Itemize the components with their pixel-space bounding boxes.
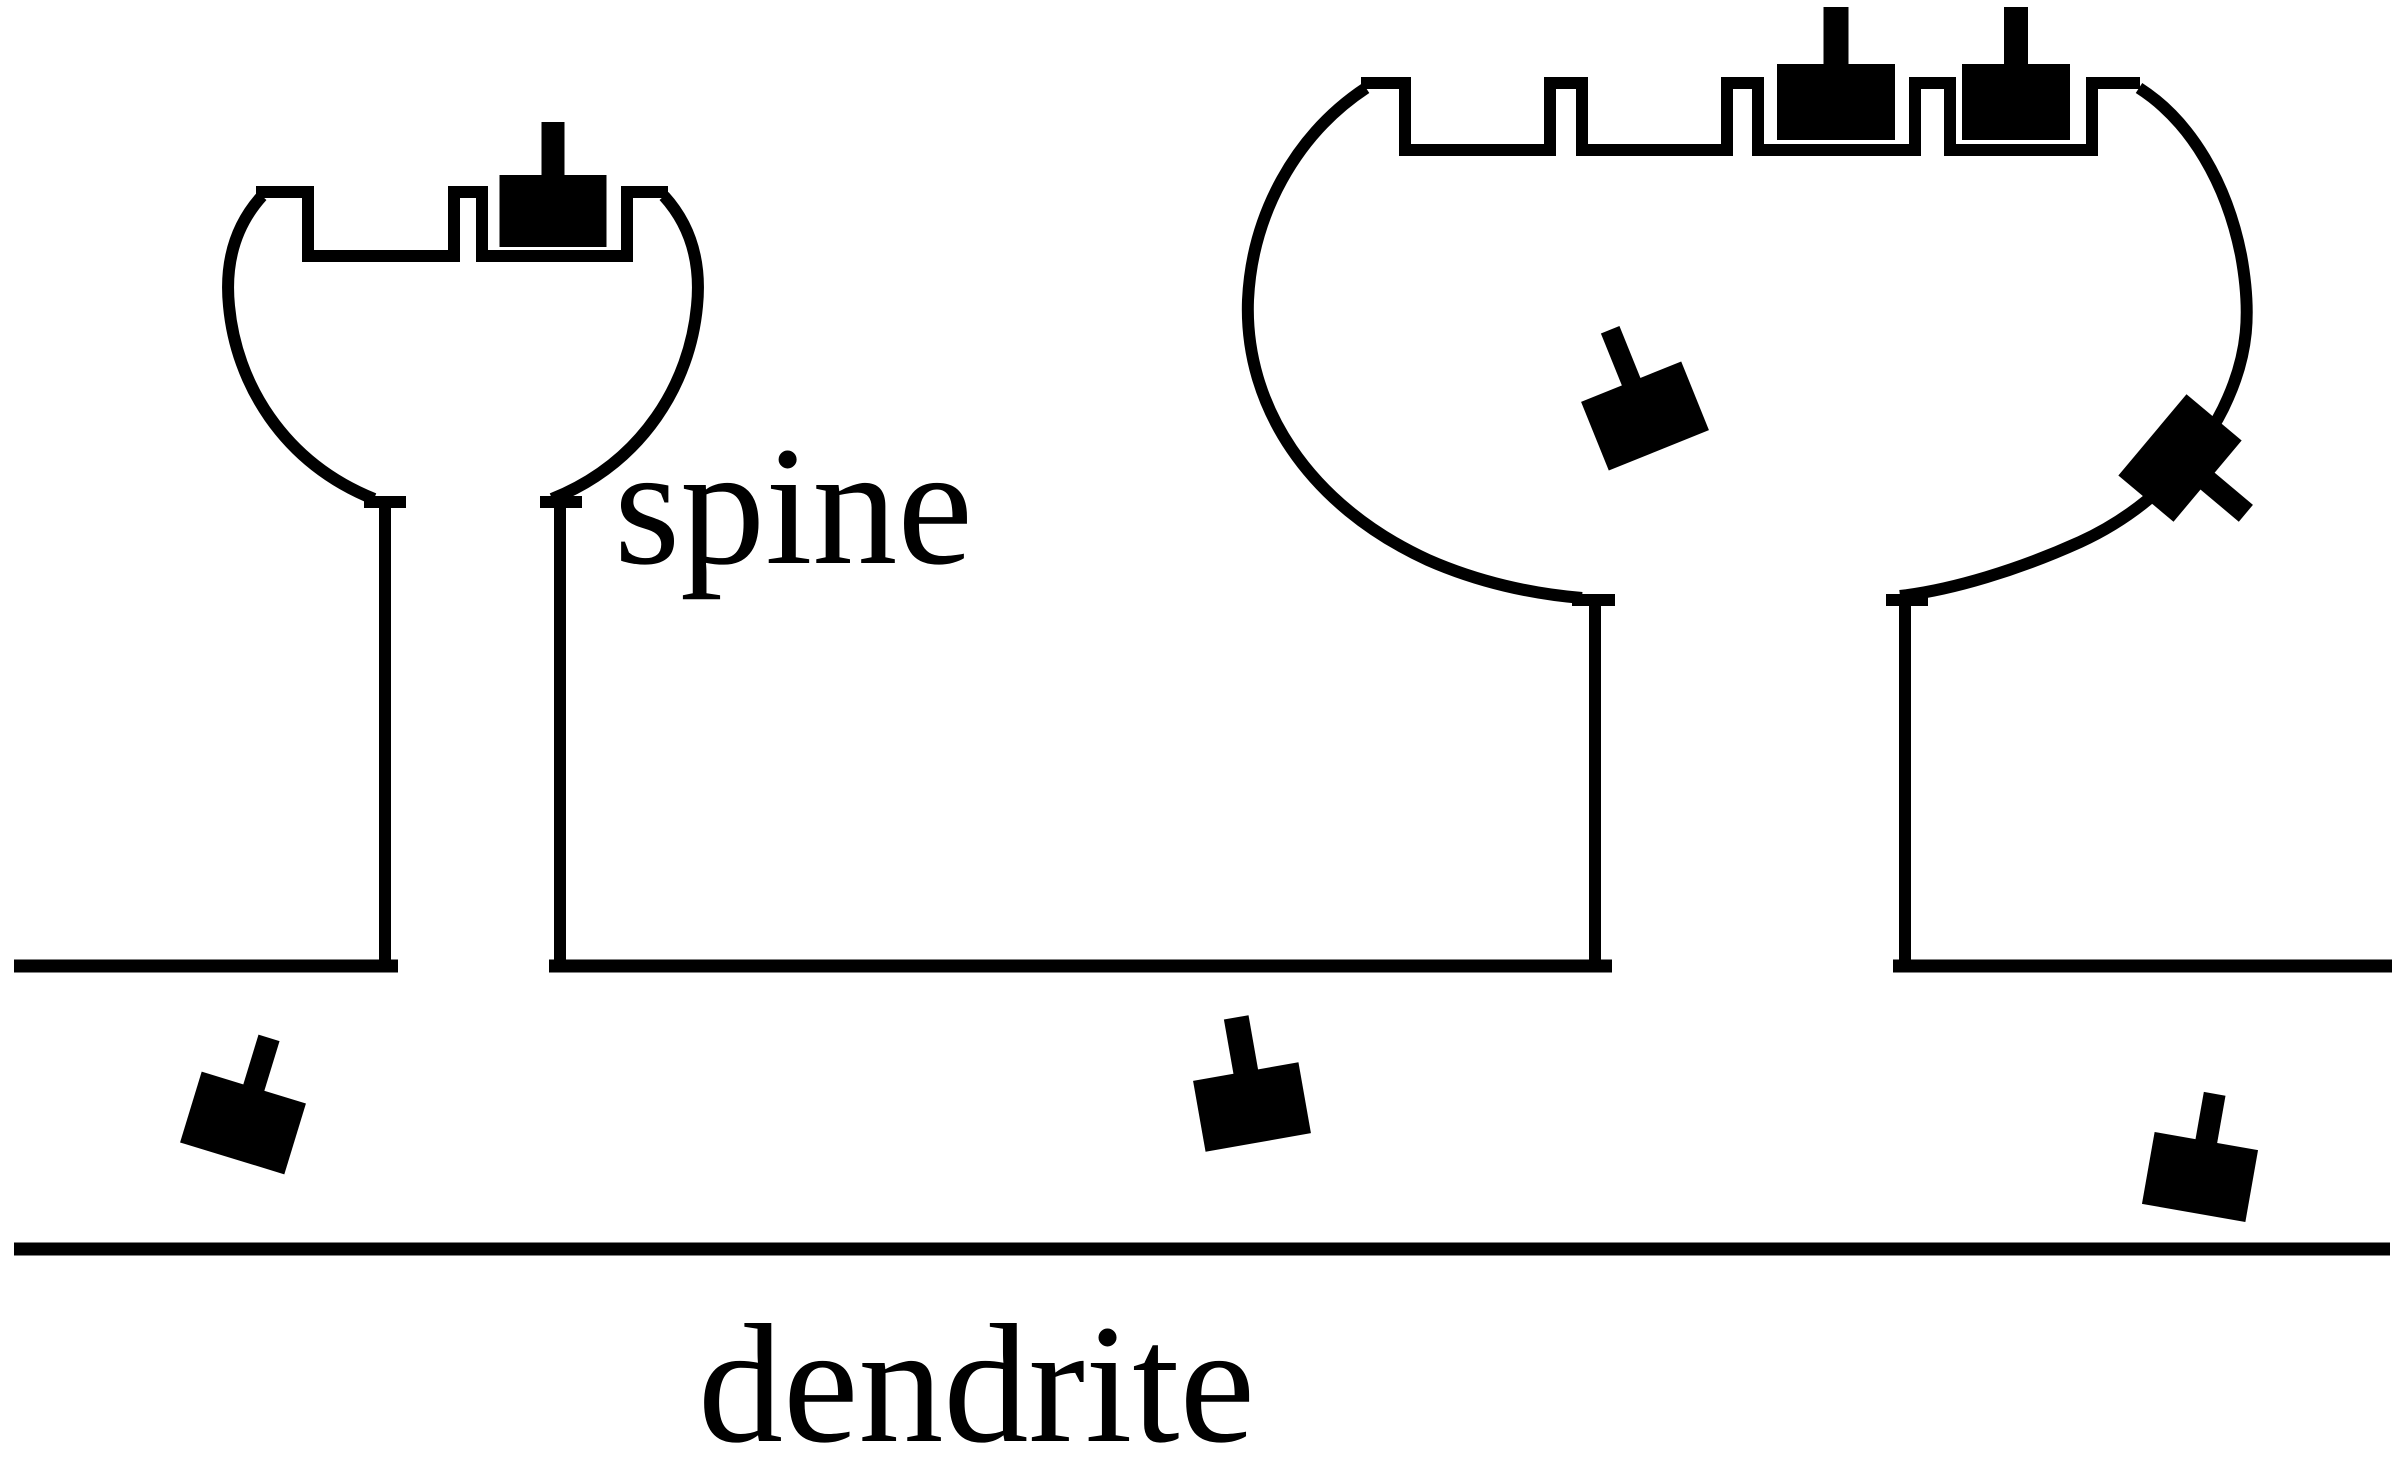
left-spine-psd-comb	[256, 186, 668, 262]
receptor-body	[2141, 1131, 2259, 1223]
receptor-body	[1777, 64, 1895, 140]
right-spine-docked-receptor-2	[1962, 7, 2070, 140]
right-spine-head-right-arc	[1899, 82, 2253, 602]
dendrite-shaft	[14, 959, 2392, 1256]
dendrite-receptor-left	[180, 1034, 306, 1175]
right-spine-membrane-receptor	[2118, 394, 2253, 522]
receptor-stem	[541, 122, 565, 179]
receptor-stem	[2194, 1091, 2226, 1147]
receptor-body	[1581, 361, 1709, 471]
receptor-stem	[2004, 7, 2028, 68]
right-spine-docked-receptor-1	[1777, 7, 1895, 140]
right-spine-cytoplasmic-receptor	[1581, 326, 1709, 471]
right-spine-psd-comb	[1361, 77, 2140, 156]
left-spine-head-right-arc	[549, 191, 704, 505]
spine-label: spine	[614, 412, 973, 600]
left-spine-head-left-arc	[222, 191, 377, 505]
receptors-layer	[180, 7, 2259, 1223]
dendrite-receptor-right	[2141, 1091, 2259, 1223]
left-spine	[222, 186, 704, 966]
receptor-body	[1962, 64, 2070, 140]
receptor-body	[1193, 1062, 1311, 1152]
right-spine-head-left-arc	[1241, 82, 1583, 604]
receptor-body	[499, 175, 607, 247]
receptor-stem	[242, 1034, 280, 1095]
receptor-body	[180, 1071, 306, 1175]
receptor-stem	[1600, 326, 1642, 390]
receptor-stem	[1823, 7, 1849, 68]
receptor-stem	[1223, 1015, 1259, 1078]
receptor-body	[2118, 394, 2242, 522]
dendrite-receptor-middle	[1193, 1015, 1311, 1152]
right-spine	[1241, 77, 2253, 966]
receptor-stem	[2197, 470, 2253, 522]
left-spine-docked-receptor	[499, 122, 607, 247]
dendrite-label: dendrite	[698, 1290, 1255, 1475]
